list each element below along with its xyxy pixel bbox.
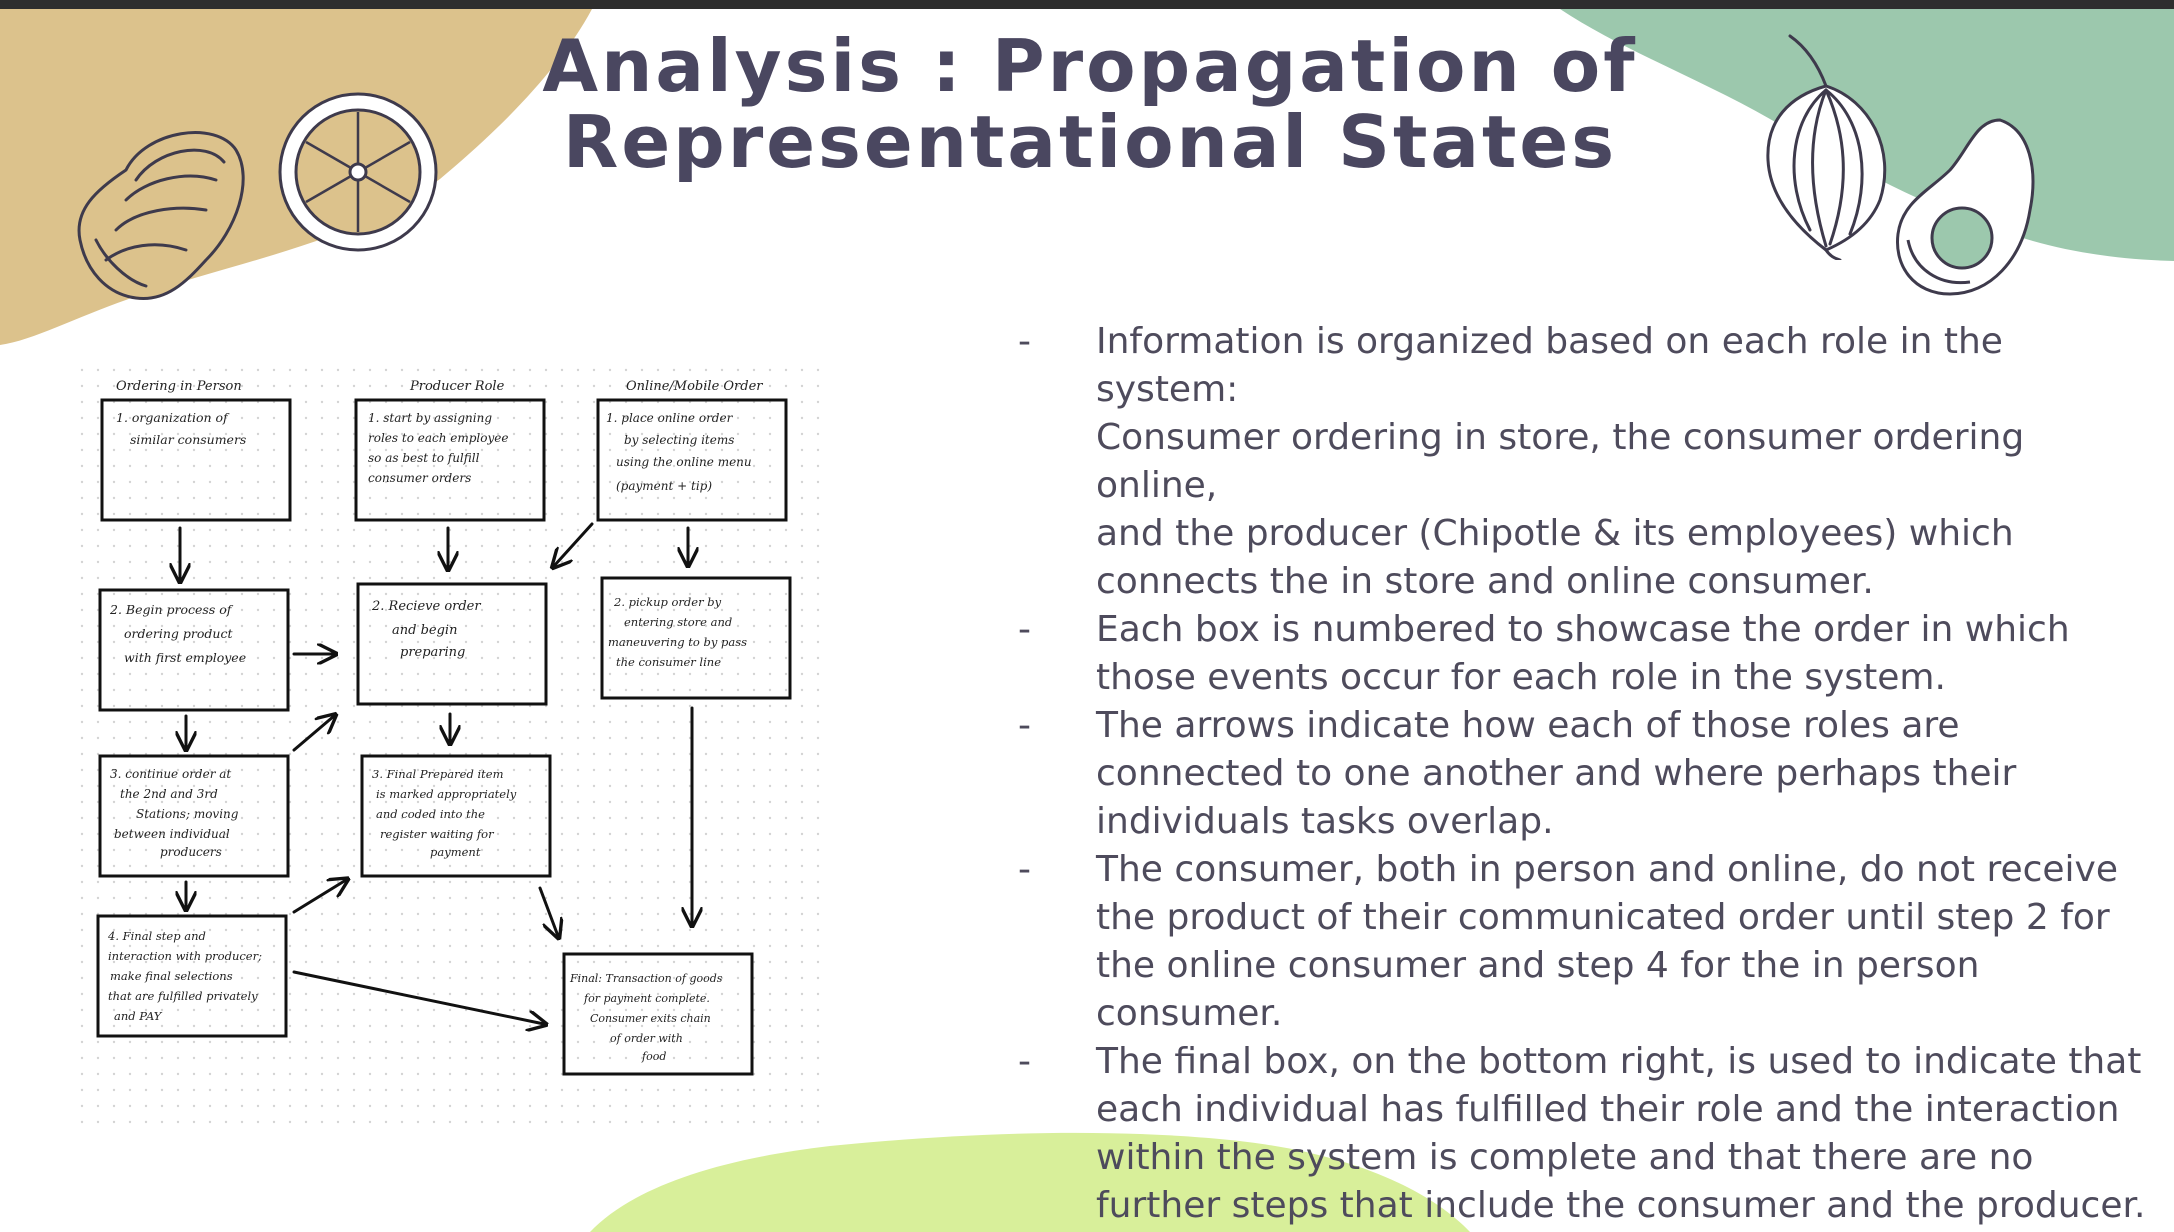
citrus-slice-icon — [278, 92, 438, 252]
bullet-dash: - — [1018, 849, 1031, 890]
propagation-flow-diagram: Ordering in Person Producer Role Online/… — [80, 368, 820, 1128]
box-in-person-step-4 — [96, 914, 288, 1038]
bullet-item: - The arrows indicate how each of those … — [1018, 702, 2148, 846]
box-online-step-1 — [596, 398, 788, 522]
bullet-dash: - — [1018, 609, 1031, 650]
onion-icon — [1766, 34, 1887, 260]
bullet-line: those events occur for each role in the … — [1096, 657, 1946, 698]
bullet-line: each individual has fulfilled their role… — [1096, 1089, 2120, 1130]
bullet-line: the online consumer and step 4 for the i… — [1096, 945, 1980, 986]
cashew-fruit-icon — [77, 131, 245, 300]
bullet-line: Each box is numbered to showcase the ord… — [1096, 609, 2070, 650]
dot-grid-background — [80, 368, 820, 1128]
bullet-dash: - — [1018, 1041, 1031, 1082]
bullet-line: Consumer ordering in store, the consumer… — [1096, 417, 2025, 506]
lime-bottom-blob — [590, 1132, 1470, 1232]
arrow-in-person-4-to-producer-3 — [292, 880, 346, 914]
slide-title: Analysis : Propagation of Representation… — [420, 28, 1760, 180]
column-header-in-person: Ordering in Person — [116, 379, 242, 394]
box-final-transaction — [562, 952, 754, 1076]
slide-title-line-1: Analysis : Propagation of — [542, 24, 1638, 108]
box-online-step-2 — [600, 576, 792, 700]
bullet-item: - Information is organized based on each… — [1018, 318, 2148, 606]
bullet-line: connected to one another and where perha… — [1096, 753, 2017, 794]
bullet-line: The final box, on the bottom right, is u… — [1096, 1041, 2142, 1082]
bullet-line: the product of their communicated order … — [1096, 897, 2110, 938]
window-top-bar — [0, 0, 2174, 9]
box-in-person-step-1 — [100, 398, 292, 522]
box-in-person-step-3 — [98, 754, 290, 878]
box-producer-step-3 — [360, 754, 552, 878]
column-header-online: Online/Mobile Order — [626, 379, 763, 394]
bullet-dash: - — [1018, 321, 1031, 362]
arrow-online-1-to-producer-2 — [554, 522, 594, 566]
bullet-line: further steps that include the consumer … — [1096, 1185, 2146, 1226]
box-producer-step-1 — [354, 398, 546, 522]
bullet-line: individuals tasks overlap. — [1096, 801, 1554, 842]
bullet-dash: - — [1018, 705, 1031, 746]
column-header-producer: Producer Role — [409, 379, 505, 394]
slide-title-line-2: Representational States — [562, 100, 1618, 184]
box-producer-step-2 — [356, 582, 548, 706]
arrow-producer-3-to-final — [538, 886, 558, 936]
bullet-line: Information is organized based on each r… — [1096, 321, 2003, 410]
bullet-line: within the system is complete and that t… — [1096, 1137, 2034, 1178]
bullet-line: The consumer, both in person and online,… — [1096, 849, 2119, 890]
bullet-item: - The final box, on the bottom right, is… — [1018, 1038, 2148, 1230]
bullet-item: - The consumer, both in person and onlin… — [1018, 846, 2148, 1038]
bullet-line: consumer. — [1096, 993, 1283, 1034]
arrow-in-person-4-to-final — [292, 970, 544, 1024]
bullet-line: and the producer (Chipotle & its employe… — [1096, 513, 2014, 554]
bullet-line: connects the in store and online consume… — [1096, 561, 1874, 602]
avocado-icon — [1896, 118, 2035, 296]
analysis-bullet-list: - Information is organized based on each… — [1018, 318, 2148, 1230]
arrow-in-person-3-to-producer-2 — [292, 716, 334, 752]
bullet-line: The arrows indicate how each of those ro… — [1096, 705, 1960, 746]
bullet-item: - Each box is numbered to showcase the o… — [1018, 606, 2148, 702]
box-in-person-step-2 — [98, 588, 290, 712]
